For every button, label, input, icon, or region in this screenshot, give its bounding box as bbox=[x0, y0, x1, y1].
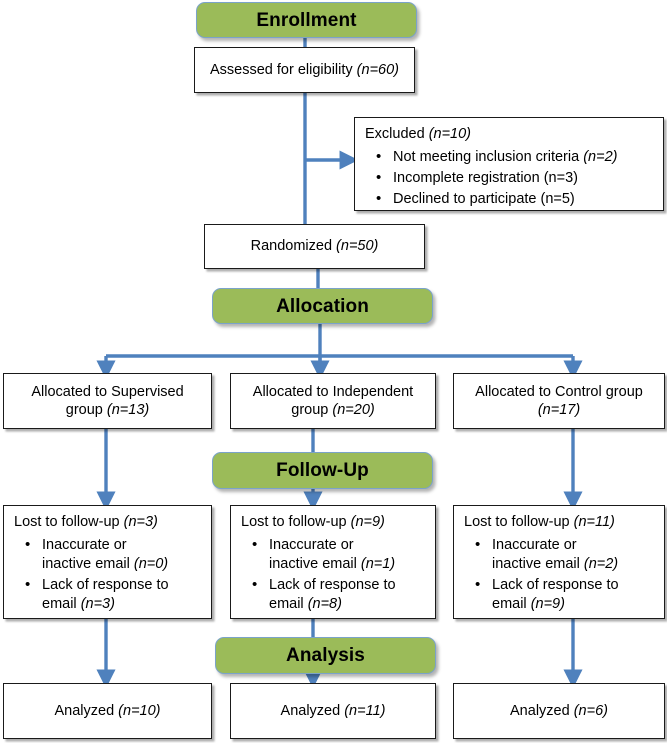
lost-title-label: Lost to follow-up bbox=[241, 514, 351, 530]
allocated-line2: group bbox=[291, 402, 333, 418]
randomized-text: Randomized (n=50) bbox=[243, 237, 387, 255]
analyzed-text: Analyzed (n=10) bbox=[46, 702, 168, 720]
node-analyzed-control: Analyzed (n=6) bbox=[453, 683, 665, 739]
excluded-reason-label: Declined to participate bbox=[393, 191, 541, 208]
excluded-reason-label: Not meeting inclusion criteria bbox=[393, 148, 584, 165]
assessed-text: Assessed for eligibility (n=60) bbox=[202, 61, 407, 79]
allocated-line1: Allocated to Independent bbox=[252, 383, 414, 400]
node-allocated-independent: Allocated to Independent group (n=20) bbox=[230, 373, 436, 429]
list-item: Inaccurate or inactive email (n=1) bbox=[252, 535, 429, 574]
lost-title: Lost to follow-up (n=3) bbox=[4, 506, 211, 534]
excluded-reason-list: Not meeting inclusion criteria (n=2) Inc… bbox=[355, 147, 663, 209]
excluded-reason-label: Incomplete registration bbox=[393, 169, 544, 186]
lost-reason-line1: Inaccurate or bbox=[269, 536, 354, 553]
lost-reason-count: (n=3) bbox=[80, 596, 115, 613]
analyzed-count: (n=11) bbox=[344, 702, 386, 719]
node-randomized: Randomized (n=50) bbox=[204, 224, 425, 269]
analyzed-text: Analyzed (n=6) bbox=[502, 702, 616, 720]
list-item: Lack of response to email (n=9) bbox=[475, 575, 658, 614]
allocated-line2: group bbox=[65, 402, 107, 418]
analyzed-count: (n=10) bbox=[118, 702, 161, 719]
allocated-independent-text: Allocated to Independent group (n=20) bbox=[245, 383, 421, 420]
lost-reason-count: (n=8) bbox=[307, 596, 342, 613]
list-item: Incomplete registration (n=3) bbox=[376, 168, 657, 188]
lost-reason-count: (n=0) bbox=[133, 555, 169, 572]
lost-reason-list: Inaccurate or inactive email (n=0) Lack … bbox=[4, 535, 211, 615]
randomized-label: Randomized bbox=[250, 238, 337, 255]
stage-label-analysis: Analysis bbox=[286, 645, 365, 666]
lost-title: Lost to follow-up (n=9) bbox=[231, 506, 435, 534]
list-item: Inaccurate or inactive email (n=0) bbox=[25, 535, 205, 574]
lost-reason-line2: inactive email bbox=[42, 555, 134, 572]
allocated-control-text: Allocated to Control group (n=17) bbox=[467, 383, 651, 420]
lost-reason-list: Inaccurate or inactive email (n=1) Lack … bbox=[231, 535, 435, 615]
allocated-count: (n=17) bbox=[537, 402, 581, 418]
lost-reason-line1: Inaccurate or bbox=[42, 536, 127, 553]
excluded-title-count: (n=10) bbox=[428, 126, 472, 142]
assessed-label: Assessed for eligibility bbox=[210, 61, 357, 78]
lost-reason-line1: Lack of response to bbox=[269, 577, 396, 594]
node-allocated-control: Allocated to Control group (n=17) bbox=[453, 373, 665, 429]
allocated-line1: Allocated to Supervised bbox=[31, 383, 184, 400]
lost-title: Lost to follow-up (n=11) bbox=[454, 506, 664, 534]
excluded-reason-count: (n=5) bbox=[540, 191, 575, 208]
lost-reason-count: (n=1) bbox=[360, 555, 396, 572]
lost-reason-list: Inaccurate or inactive email (n=2) Lack … bbox=[454, 535, 664, 615]
list-item: Lack of response to email (n=3) bbox=[25, 575, 205, 614]
lost-title-count: (n=9) bbox=[350, 514, 385, 530]
lost-title-count: (n=11) bbox=[573, 514, 615, 530]
stage-header-analysis: Analysis bbox=[215, 637, 436, 674]
lost-reason-line1: Lack of response to bbox=[492, 577, 619, 594]
analyzed-count: (n=6) bbox=[573, 702, 608, 719]
randomized-count: (n=50) bbox=[336, 238, 379, 255]
stage-header-allocation: Allocation bbox=[212, 288, 433, 324]
node-allocated-supervised: Allocated to Supervised group (n=13) bbox=[3, 373, 212, 429]
node-excluded: Excluded (n=10) Not meeting inclusion cr… bbox=[354, 117, 664, 211]
lost-reason-line2: inactive email bbox=[492, 555, 584, 572]
assessed-count: (n=60) bbox=[356, 61, 399, 78]
lost-reason-count: (n=9) bbox=[530, 596, 565, 613]
excluded-title-label: Excluded bbox=[365, 126, 429, 142]
allocated-count: (n=20) bbox=[332, 402, 375, 418]
stage-header-followup: Follow-Up bbox=[212, 452, 433, 489]
allocated-supervised-text: Allocated to Supervised group (n=13) bbox=[23, 383, 191, 420]
node-analyzed-independent: Analyzed (n=11) bbox=[230, 683, 436, 739]
node-assessed-for-eligibility: Assessed for eligibility (n=60) bbox=[194, 47, 415, 93]
analyzed-label: Analyzed bbox=[280, 702, 345, 719]
lost-reason-line2: email bbox=[492, 596, 531, 613]
lost-reason-line1: Lack of response to bbox=[42, 577, 169, 594]
allocated-count: (n=13) bbox=[106, 402, 150, 418]
list-item: Inaccurate or inactive email (n=2) bbox=[475, 535, 658, 574]
node-lost-followup-independent: Lost to follow-up (n=9) Inaccurate or in… bbox=[230, 505, 436, 619]
lost-reason-line1: Inaccurate or bbox=[492, 536, 577, 553]
stage-header-enrollment: Enrollment bbox=[196, 2, 417, 38]
lost-reason-line2: email bbox=[42, 596, 81, 613]
lost-title-label: Lost to follow-up bbox=[464, 514, 574, 530]
lost-reason-count: (n=2) bbox=[583, 555, 619, 572]
analyzed-label: Analyzed bbox=[510, 702, 574, 719]
stage-label-followup: Follow-Up bbox=[276, 460, 369, 481]
excluded-reason-count: (n=3) bbox=[543, 169, 578, 186]
analyzed-label: Analyzed bbox=[54, 702, 119, 719]
list-item: Not meeting inclusion criteria (n=2) bbox=[376, 147, 657, 167]
stage-label-enrollment: Enrollment bbox=[256, 9, 357, 31]
stage-label-allocation: Allocation bbox=[276, 295, 369, 317]
lost-title-label: Lost to follow-up bbox=[14, 514, 124, 530]
node-lost-followup-supervised: Lost to follow-up (n=3) Inaccurate or in… bbox=[3, 505, 212, 619]
node-lost-followup-control: Lost to follow-up (n=11) Inaccurate or i… bbox=[453, 505, 665, 619]
node-analyzed-supervised: Analyzed (n=10) bbox=[3, 683, 212, 739]
lost-title-count: (n=3) bbox=[123, 514, 158, 530]
list-item: Lack of response to email (n=8) bbox=[252, 575, 429, 614]
excluded-title: Excluded (n=10) bbox=[355, 118, 663, 146]
list-item: Declined to participate (n=5) bbox=[376, 189, 657, 209]
lost-reason-line2: inactive email bbox=[269, 555, 361, 572]
allocated-line1: Allocated to Control group bbox=[475, 383, 643, 400]
lost-reason-line2: email bbox=[269, 596, 308, 613]
analyzed-text: Analyzed (n=11) bbox=[273, 702, 394, 720]
excluded-reason-count: (n=2) bbox=[583, 148, 618, 165]
